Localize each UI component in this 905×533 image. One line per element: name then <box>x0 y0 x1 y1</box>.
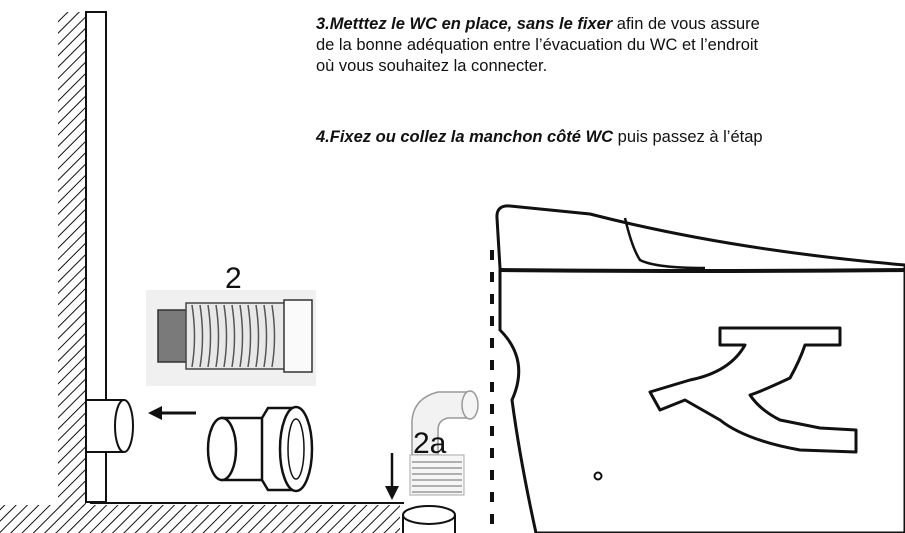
step-3-text-1: afin de vous assure <box>612 15 760 33</box>
step-4-instructions: 4.Fixez ou collez la manchon côté WC pui… <box>316 128 763 147</box>
elbow-connector <box>409 390 479 496</box>
step-3-text-2: de la bonne adéquation entre l’évacuatio… <box>316 36 759 54</box>
floor <box>0 502 404 533</box>
straight-connector <box>206 405 314 493</box>
wall <box>58 11 107 507</box>
step-3-text-3: où vous souhaitez la connecter. <box>316 57 548 75</box>
arrow-to-wall <box>148 406 196 420</box>
wall-pipe-stub <box>85 399 134 453</box>
part-label-2: 2 <box>225 262 242 295</box>
step-4-title: 4.Fixez ou collez la manchon côté WC <box>316 128 614 146</box>
step-3-title: 3.Metttez le WC en place, sans le fixer <box>316 15 613 33</box>
arrow-down <box>385 453 399 500</box>
flexible-hose <box>146 290 316 386</box>
toilet <box>495 204 905 533</box>
step-3-instructions: 3.Metttez le WC en place, sans le fixer … <box>316 14 905 77</box>
floor-pipe-stub <box>402 505 456 533</box>
part-label-2a: 2a <box>413 427 447 460</box>
step-4-text: puis passez à l’étap <box>613 128 763 146</box>
